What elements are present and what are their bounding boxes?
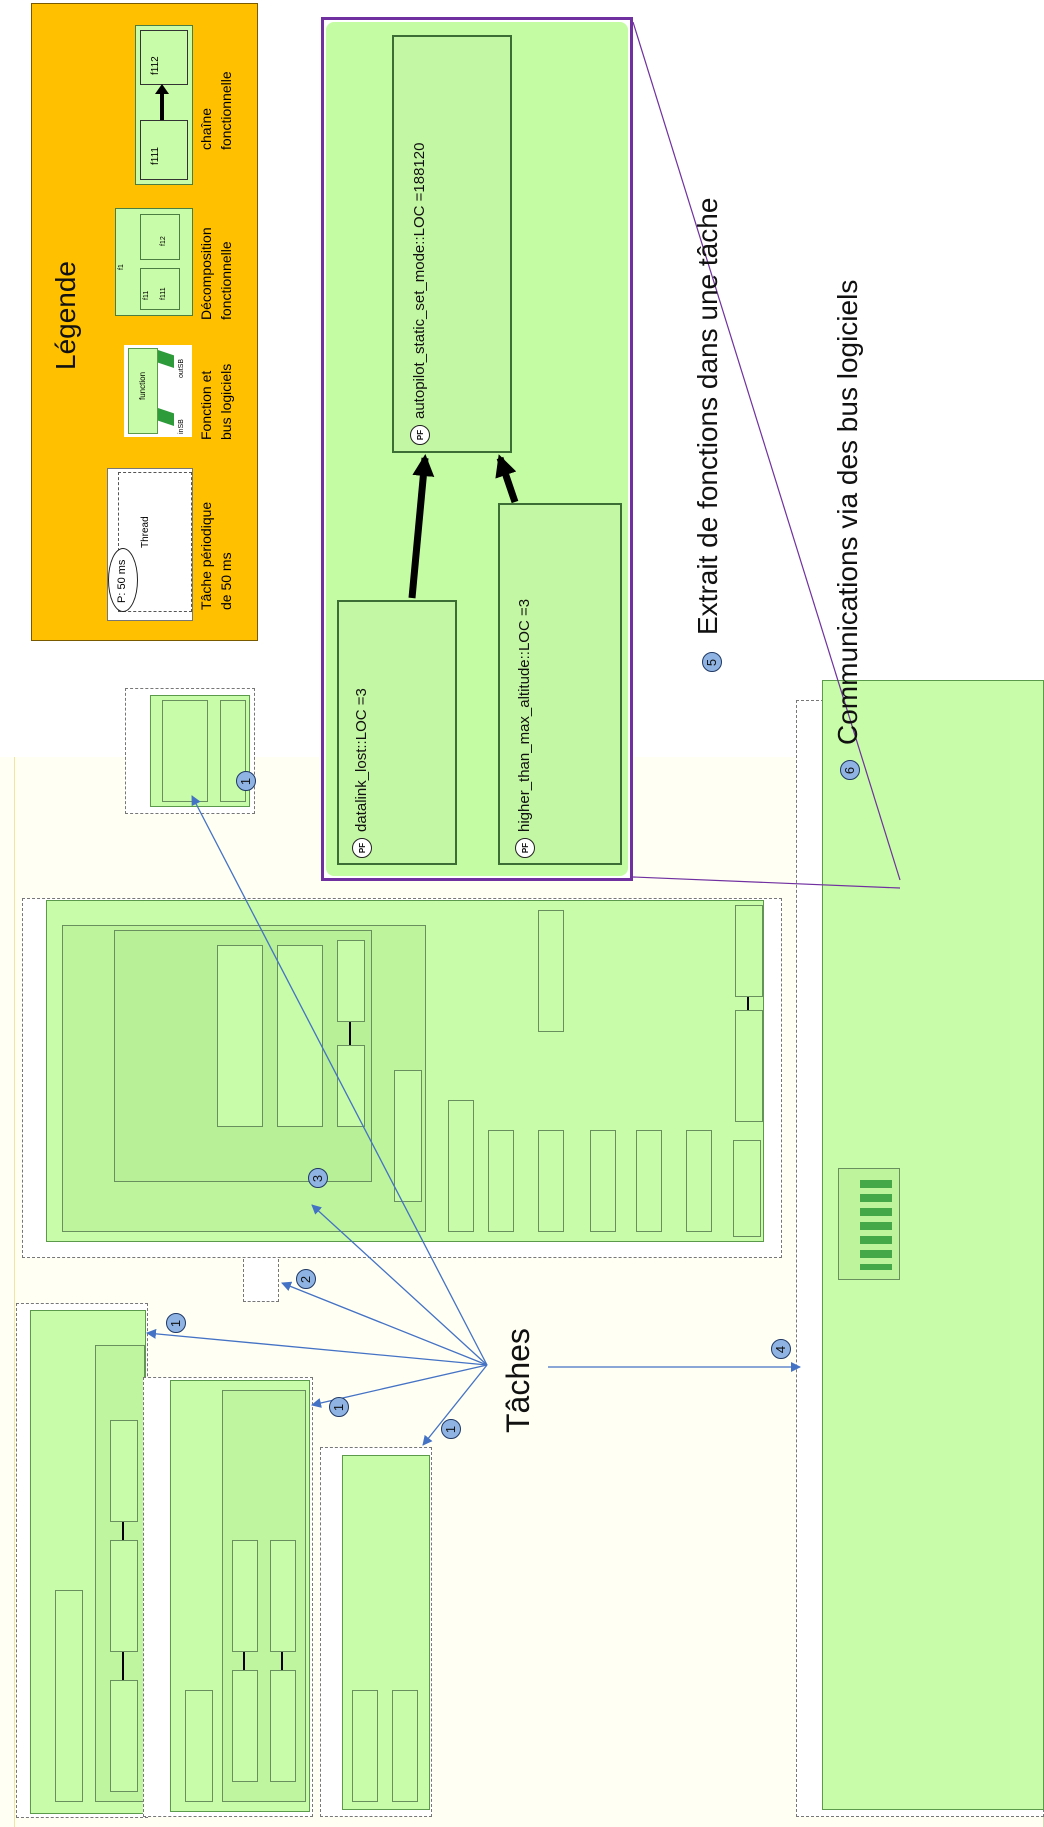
function-box [392, 1690, 418, 1802]
function-box [110, 1540, 138, 1652]
function-box [538, 910, 564, 1032]
legend-decomp-child [140, 268, 180, 310]
zoom-line [632, 876, 901, 889]
legend-chain-arrow [160, 88, 164, 120]
function-box [686, 1130, 712, 1232]
function-box [394, 1070, 422, 1202]
function-box [735, 1010, 763, 1122]
marker-3: 3 [308, 1168, 328, 1188]
legend-insb-port [158, 408, 174, 426]
function-box [538, 1130, 564, 1232]
extract-function-right[interactable] [498, 503, 622, 865]
marker-2: 2 [296, 1269, 316, 1289]
function-box [590, 1130, 616, 1232]
tasks-label: Tâches [500, 1328, 536, 1433]
function-box [352, 1690, 378, 1802]
function-box [488, 1130, 514, 1232]
extract-function-main[interactable] [392, 35, 512, 453]
marker-1: 1 [166, 1313, 186, 1333]
function-box [232, 1670, 258, 1782]
function-box [55, 1590, 83, 1802]
task-arrow [146, 1328, 488, 1366]
legend-outsb-port [158, 350, 174, 368]
function-box [162, 700, 208, 802]
software-bus-ports [860, 1180, 892, 1270]
marker-4: 4 [771, 1339, 791, 1359]
marker-1: 1 [329, 1397, 349, 1417]
legend-function-box [128, 348, 158, 434]
task-arrow [422, 1364, 488, 1446]
function-box [232, 1540, 258, 1652]
extract-caption: Extrait de fonctions dans une tâche [692, 197, 723, 635]
marker-1: 1 [441, 1419, 461, 1439]
function-box [110, 1680, 138, 1792]
chain-arrow [408, 454, 435, 599]
function-box [270, 1670, 296, 1782]
legend-thread-inner [118, 472, 192, 612]
legend-chain-f111-box [140, 120, 188, 180]
marker-6: 6 [840, 760, 860, 780]
canvas-edge-line [14, 757, 15, 1827]
task-arrow [281, 1281, 488, 1366]
marker-1: 1 [236, 771, 256, 791]
function-box [217, 945, 263, 1127]
function-box [185, 1690, 213, 1802]
function-box [733, 1140, 761, 1237]
function-box [337, 940, 365, 1022]
comm-caption: Communications via des bus logiciels [832, 279, 863, 745]
legend-decomp-child [140, 214, 180, 260]
function-box [636, 1130, 662, 1232]
task-arrow [311, 1204, 488, 1366]
legend-chain-f112-box [140, 30, 188, 85]
task-arrow [191, 795, 488, 1366]
extract-function-left[interactable] [337, 600, 457, 865]
function-box [448, 1100, 474, 1232]
legend-chain-sample [135, 25, 193, 185]
legend-chain-arrowhead [155, 84, 169, 94]
legend-period-oval [108, 548, 138, 612]
legend-decomposition-sample [115, 208, 193, 316]
function-box [110, 1420, 138, 1522]
zoom-line [632, 21, 901, 881]
function-box [270, 1540, 296, 1652]
function-box [735, 905, 763, 997]
chain-arrow [495, 454, 519, 504]
marker-5: 5 [702, 652, 722, 672]
